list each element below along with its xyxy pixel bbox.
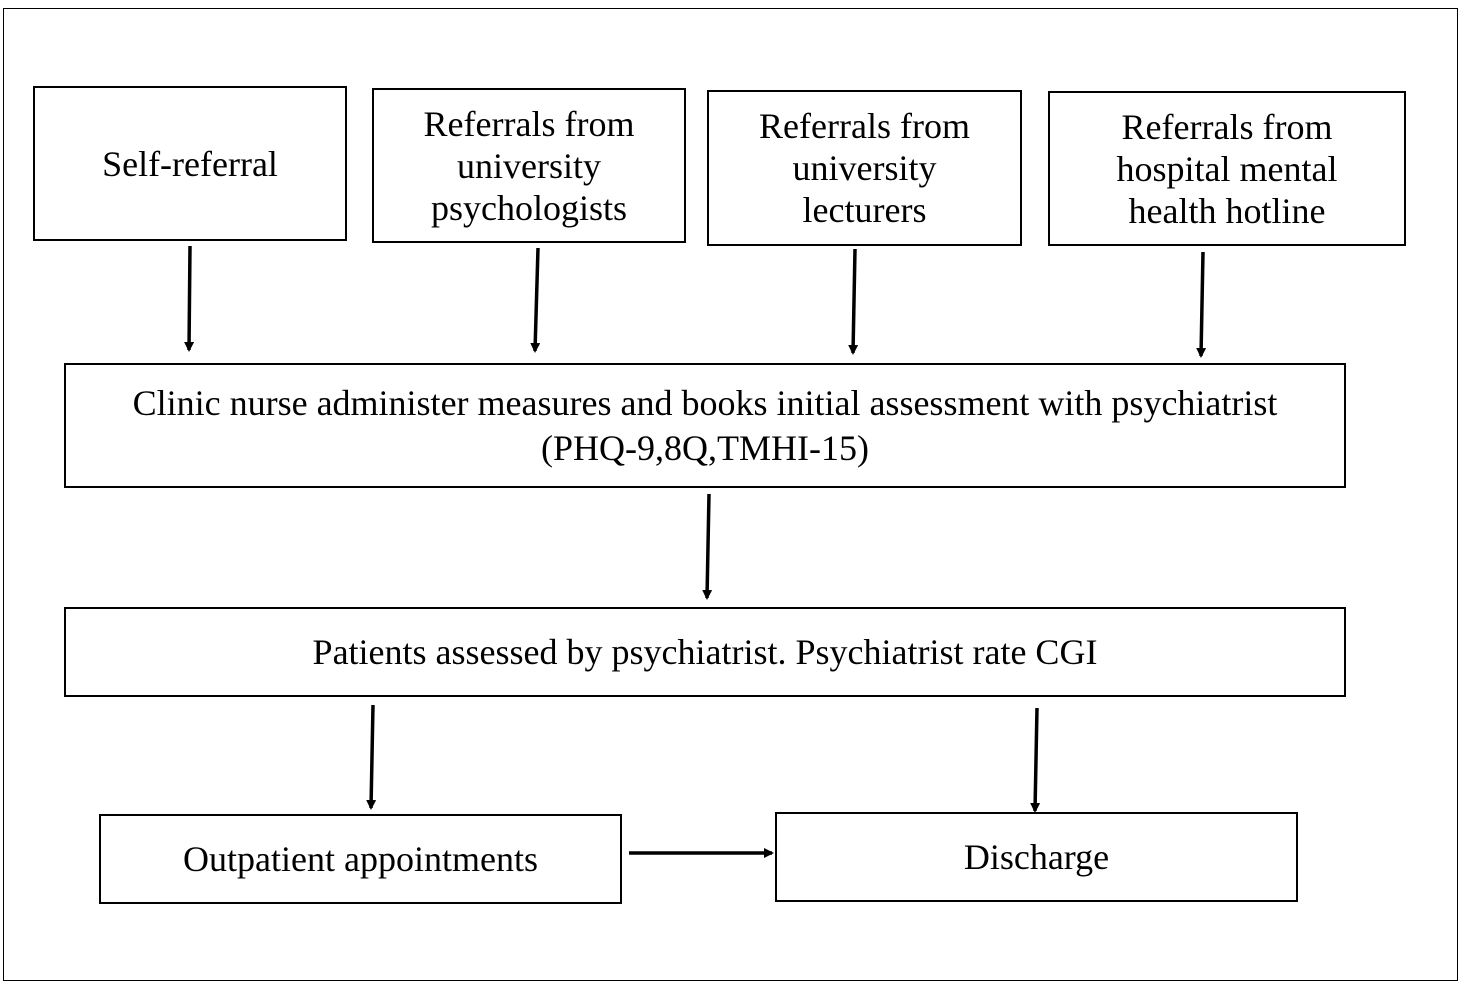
arrow-psychologists-to-nurse [530,247,541,353]
box-label-line: Referrals from [423,103,635,144]
arrow-psychiatrist-to-discharge [1030,707,1041,813]
clinic-nurse-assessment-box: Clinic nurse administer measures and boo… [64,363,1346,488]
box-label-line: Discharge [963,837,1110,877]
arrow-psychiatrist-to-outpatient [366,704,377,810]
box-label-line: Patients assessed by psychiatrist. Psych… [312,632,1098,672]
box-label-line: (PHQ-9,8Q,TMHI-15) [541,427,869,468]
box-label-line: Self-referral [102,143,278,184]
box-label-line: Referrals from [1121,106,1333,147]
box-label-line: university [792,148,937,188]
university-lecturers-referral-box: Referrals from university lecturers [707,90,1022,246]
box-label-line: university [457,145,601,186]
box-label-line: health hotline [1128,190,1326,231]
box-label-line: Clinic nurse administer measures and boo… [132,382,1278,423]
arrow-self-to-nurse [184,245,195,352]
box-label-line: psychologists [430,187,627,228]
box-label-line: hospital mental [1116,148,1338,189]
hospital-hotline-referral-box: Referrals from hospital mental health ho… [1048,91,1406,246]
psychiatrist-assessment-box: Patients assessed by psychiatrist. Psych… [64,607,1346,697]
arrow-lecturers-to-nurse [848,248,859,355]
box-label-line: Referrals from [759,106,970,146]
box-label-line: lecturers [802,190,927,230]
arrow-nurse-to-psychiatrist [702,493,713,600]
arrow-hotline-to-nurse [1196,251,1207,358]
university-psychologists-referral-box: Referrals from university psychologists [372,88,686,243]
box-label-line: Outpatient appointments [183,839,538,879]
outpatient-appointments-box: Outpatient appointments [99,814,622,904]
self-referral-box: Self-referral [33,86,347,241]
diagram-frame [3,8,1458,981]
discharge-box: Discharge [775,812,1298,902]
